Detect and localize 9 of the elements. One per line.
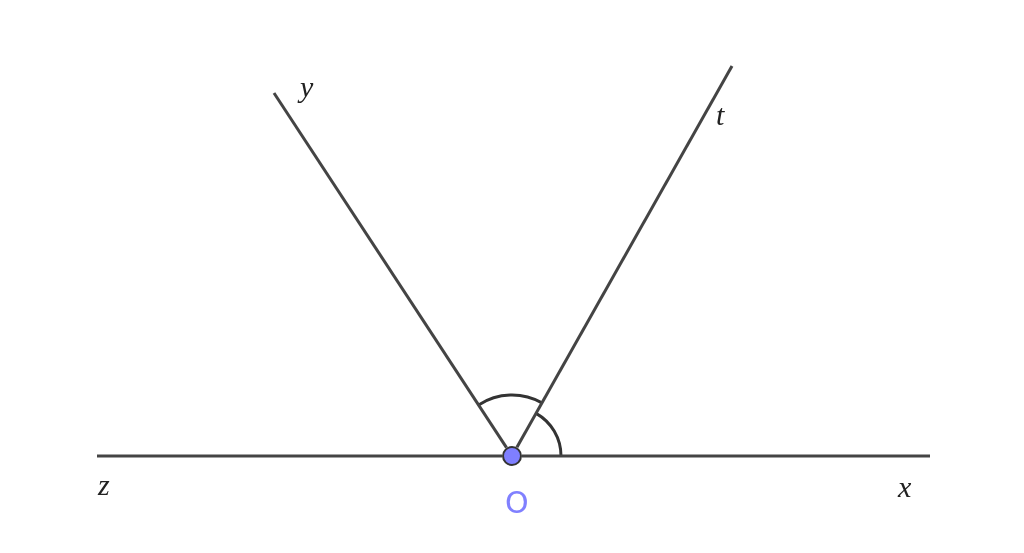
ray-line	[97, 454, 502, 458]
ray-line	[272, 92, 508, 449]
ray-line	[522, 454, 930, 458]
ray-label: x	[898, 472, 912, 502]
point-marker	[502, 446, 522, 466]
point-label: O	[505, 488, 529, 518]
ray-line	[515, 65, 734, 449]
ray-label: t	[716, 100, 725, 130]
ray-label: z	[98, 470, 110, 500]
